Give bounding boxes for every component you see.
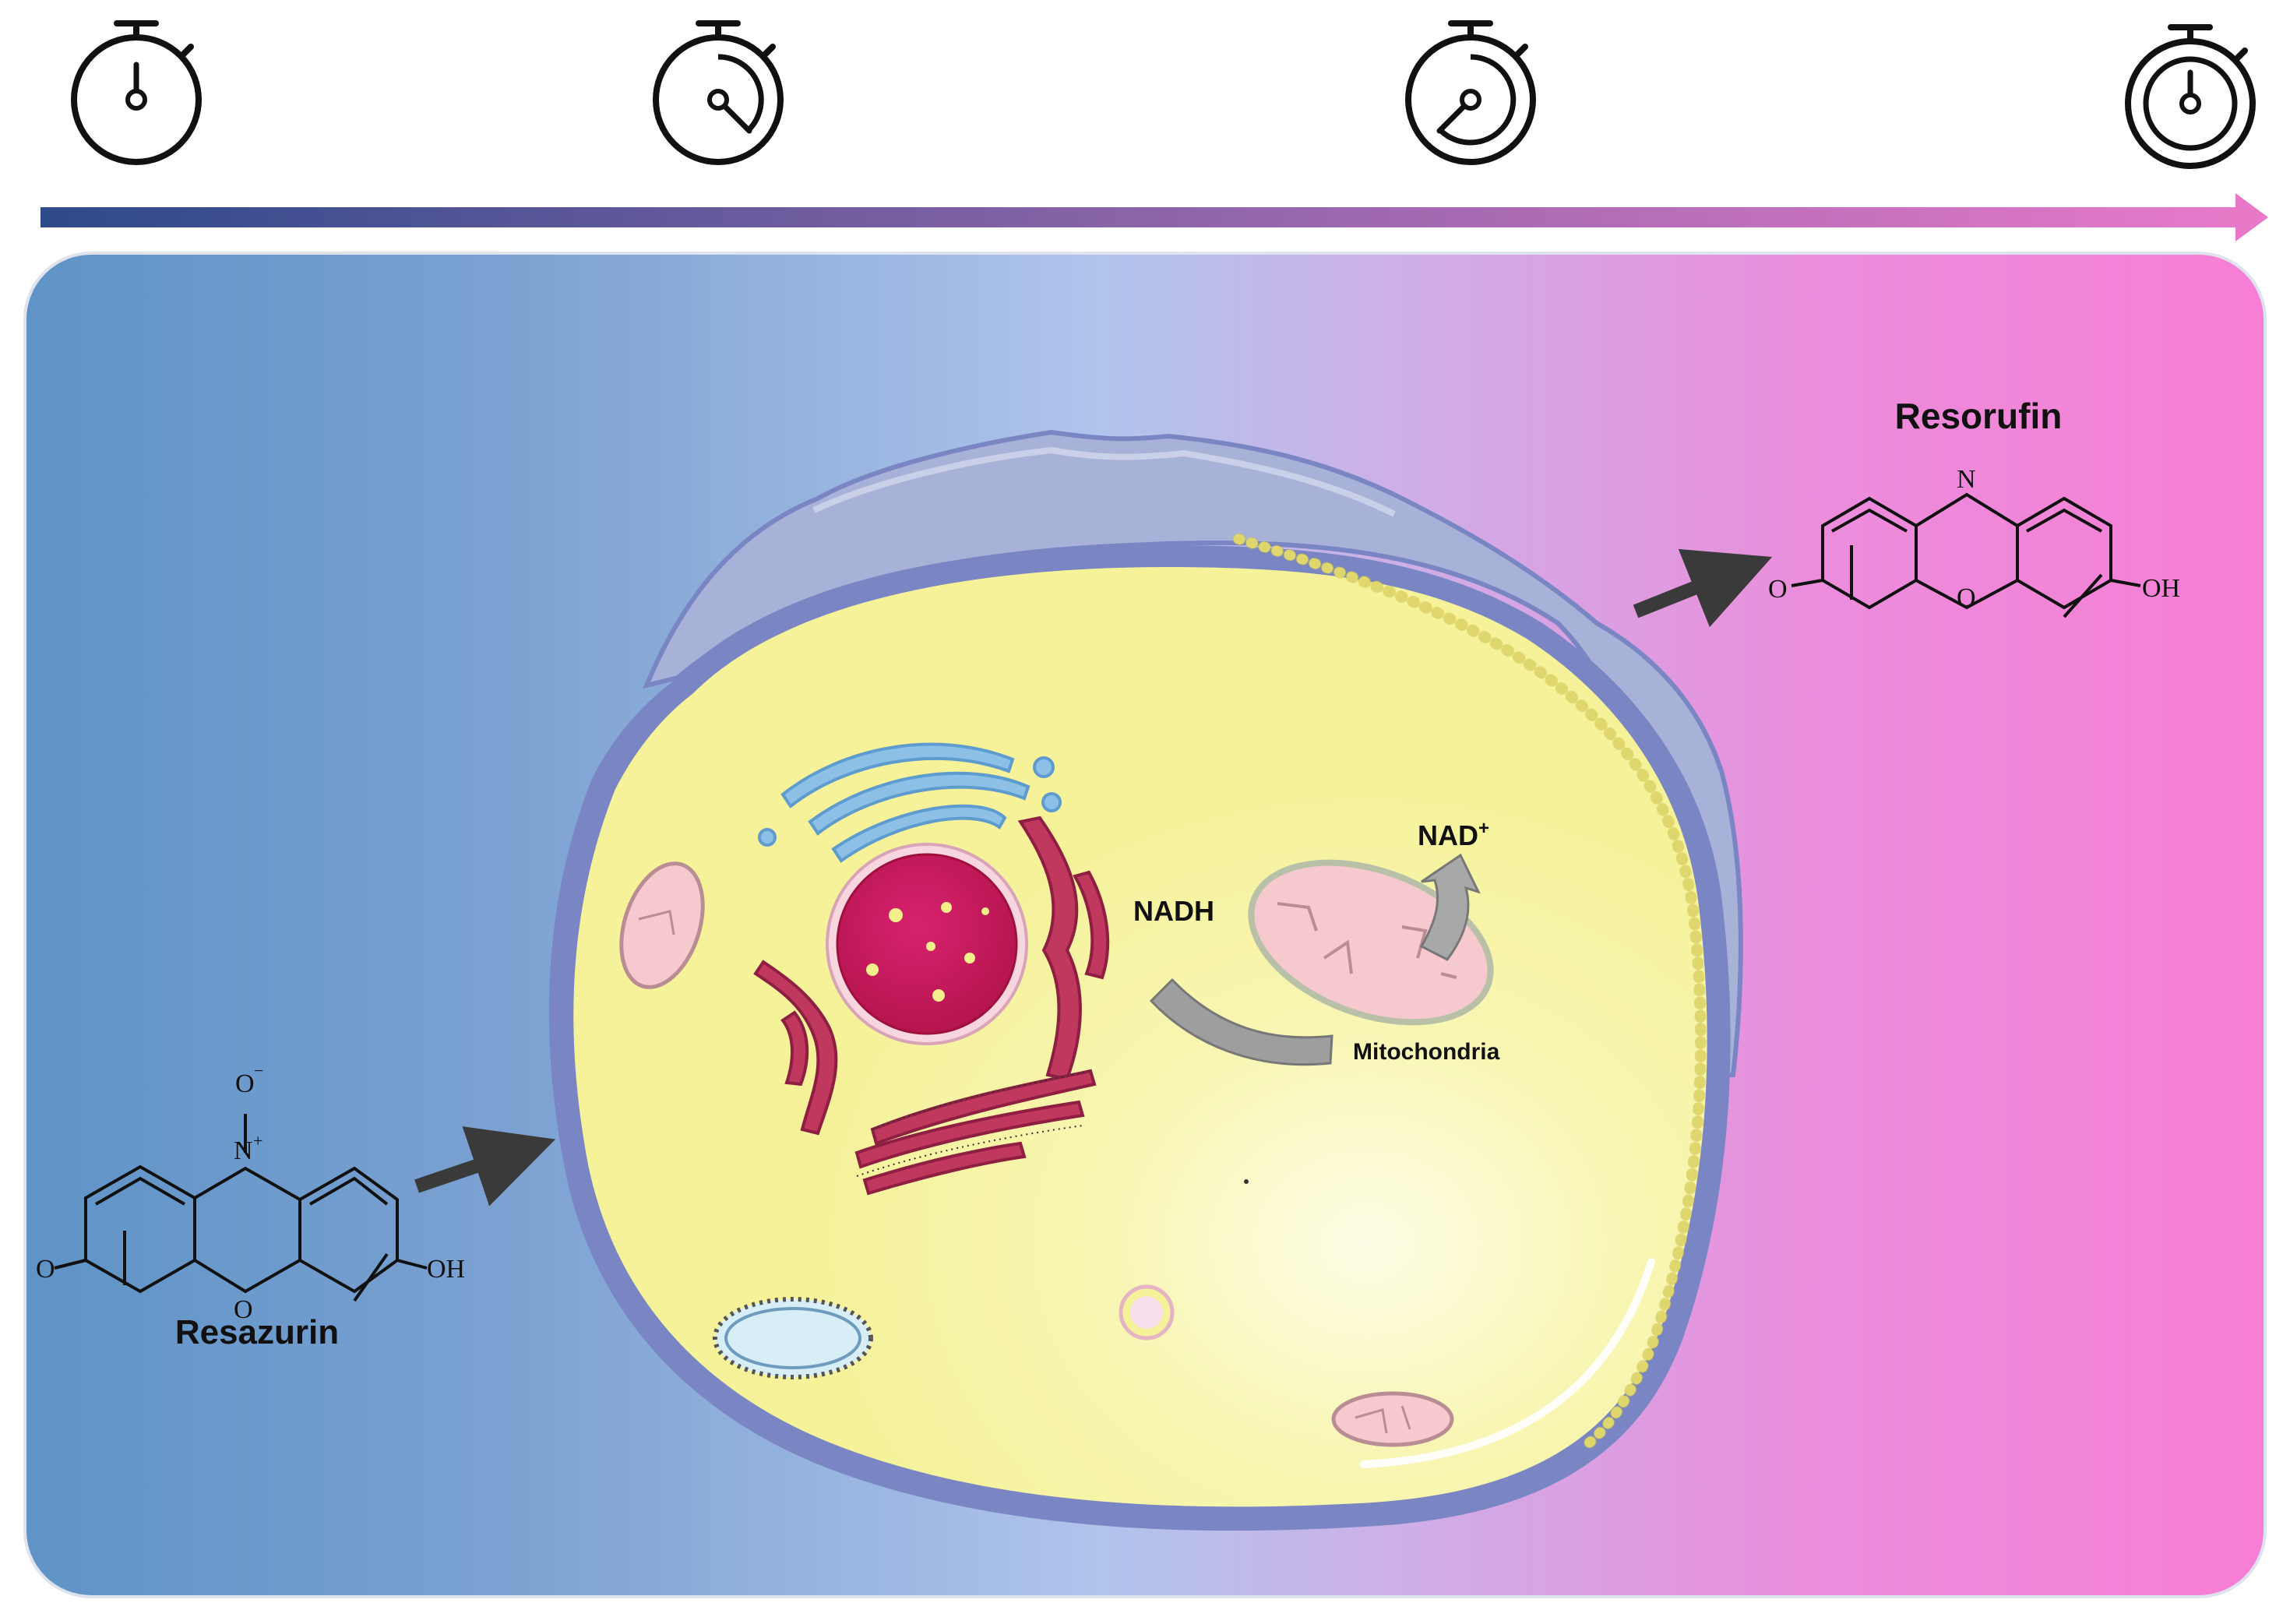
nadh-conversion-arrow [1149, 978, 1333, 1066]
arrow-cell-to-resorufin [1633, 548, 1773, 628]
svg-text:O: O [1957, 583, 1976, 612]
resazurin-atoms: N + O − O O OH [36, 1061, 465, 1324]
svg-text:OH: OH [2142, 574, 2180, 603]
resazurin-label: Resazurin [175, 1313, 339, 1351]
nadh-label: NADH [1133, 895, 1214, 927]
cell [548, 429, 1743, 1531]
endoplasmic-reticulum [753, 816, 1110, 1196]
stopwatch-icon [74, 23, 199, 162]
lysosome [1119, 1284, 1175, 1340]
nucleus [826, 843, 1028, 1045]
vacuole [713, 1297, 873, 1379]
resorufin-atoms: N O O OH [1768, 465, 2180, 612]
svg-text:OH: OH [427, 1255, 465, 1284]
svg-text:O: O [36, 1255, 55, 1284]
arrow-resazurin-to-cell [414, 1126, 556, 1207]
nad-label-text: NAD [1418, 819, 1478, 851]
svg-text:O: O [235, 1069, 255, 1098]
resorufin-structure [1791, 492, 2141, 618]
stopwatch-icon [1408, 23, 1533, 162]
svg-text:O: O [234, 1295, 253, 1324]
cell-membrane-top [642, 429, 1743, 1077]
svg-text:N: N [234, 1136, 253, 1165]
nad-label-charge: + [1478, 818, 1489, 839]
svg-text:O: O [1768, 575, 1788, 604]
mitochondrion [1331, 1391, 1454, 1447]
timeline-arrow [41, 193, 2268, 241]
resazurin-structure [54, 1114, 428, 1302]
mitochondria-label: Mitochondria [1353, 1039, 1500, 1065]
nad-label: NAD+ [1418, 818, 1489, 851]
mitochondrion-large [1248, 859, 1494, 1026]
membrane-vesicles [1233, 534, 1706, 1454]
stopwatch-icon [2128, 27, 2253, 166]
nad-arrow [1419, 853, 1481, 961]
stopwatch-icon [656, 23, 780, 162]
golgi-apparatus [758, 742, 1062, 863]
svg-text:+: + [253, 1131, 262, 1150]
svg-text:−: − [254, 1061, 263, 1080]
svg-text:N: N [1957, 465, 1976, 494]
mitochondrion [619, 861, 705, 989]
resorufin-label: Resorufin [1895, 396, 2063, 436]
